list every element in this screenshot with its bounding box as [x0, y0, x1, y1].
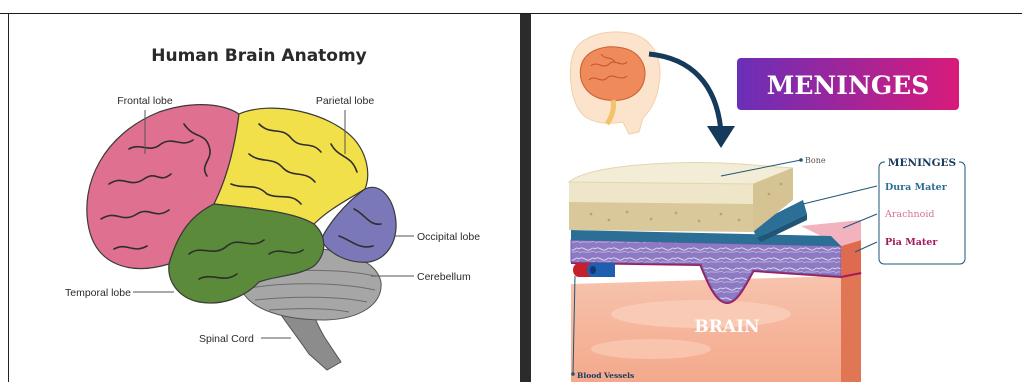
arachnoid-label: Arachnoid: [884, 209, 934, 220]
dura-mater-label: Dura Mater: [885, 182, 948, 193]
meninges-diagram: MENINGES BRAIN: [531, 14, 1022, 382]
pia-mater-label: Pia Mater: [885, 237, 938, 248]
legend-title: MENINGES: [888, 157, 956, 169]
banner-title: MENINGES: [767, 71, 930, 100]
meninges-panel: MENINGES BRAIN: [531, 14, 1022, 382]
brain-anatomy-panel: Human Brain Anatomy: [8, 14, 521, 382]
arrow-down-icon: [707, 126, 735, 148]
bone-layer-front: [569, 200, 753, 232]
bone-label: Bone: [805, 156, 826, 165]
frontal-lobe-label: Frontal lobe: [117, 95, 173, 107]
brain-label: BRAIN: [694, 317, 759, 337]
spinal-cord-label: Spinal Cord: [199, 333, 254, 345]
parietal-lobe-label: Parietal lobe: [316, 95, 375, 107]
blood-vessels-label: Blood Vessels: [577, 371, 634, 380]
occipital-lobe-label: Occipital lobe: [417, 231, 480, 243]
page-title: Human Brain Anatomy: [151, 46, 367, 66]
panel-divider: [520, 14, 531, 382]
blood-vessel-tubes: [573, 263, 615, 277]
cerebellum-label: Cerebellum: [417, 271, 471, 283]
head-illustration: [570, 32, 660, 134]
brain-anatomy-diagram: Human Brain Anatomy: [9, 14, 521, 382]
temporal-lobe-label: Temporal lobe: [65, 287, 131, 299]
top-border: [0, 0, 1022, 14]
